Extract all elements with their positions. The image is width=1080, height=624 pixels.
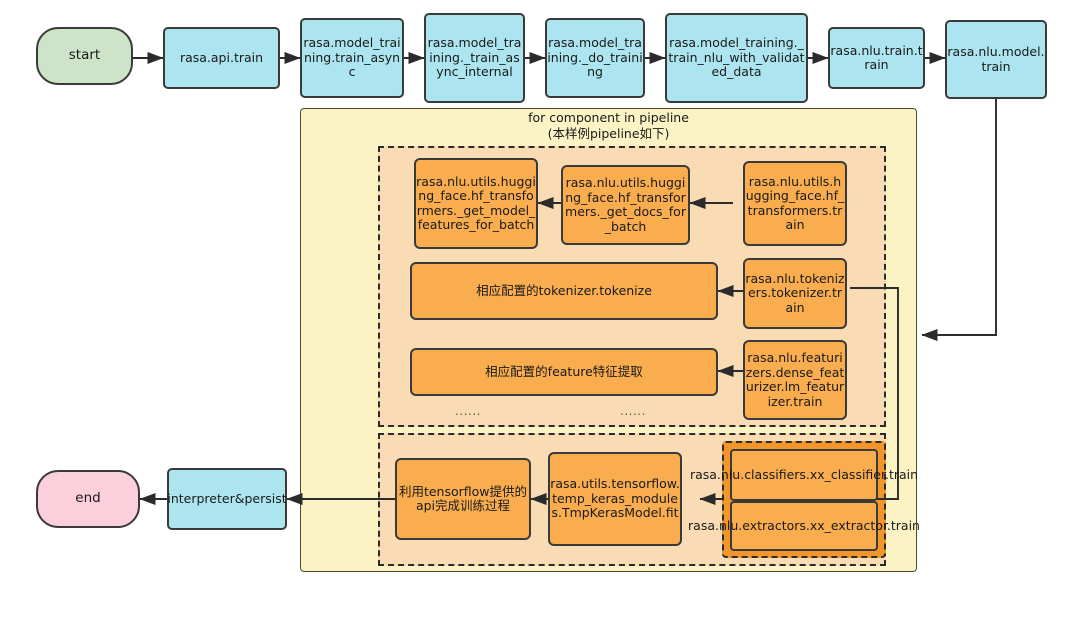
node-end-label: end: [75, 490, 101, 507]
node-interpreter-persist[interactable]: interpreter&persist: [167, 468, 287, 530]
node-start[interactable]: start: [36, 27, 133, 85]
node-lm-featurizer-train[interactable]: rasa.nlu.featurizers.dense_featurizer.lm…: [743, 340, 847, 420]
node-hf-transformers-train-label: rasa.nlu.utils.hugging_face.hf_transform…: [745, 173, 845, 232]
node-nlu-model-train-label: rasa.nlu.model.train: [947, 44, 1045, 74]
node-interpreter-persist-label: interpreter&persist: [167, 490, 287, 506]
loop-label-line2: (本样例pipeline如下): [547, 125, 670, 141]
node-xx-extractor-train[interactable]: rasa.nlu.extractors.xx_extractor.train: [688, 501, 920, 551]
node-xx-classifier-train-label: rasa.nlu.classifiers.xx_classifier.train: [689, 466, 919, 482]
node-get-model-features-for-batch[interactable]: rasa.nlu.utils.hugging_face.hf_transform…: [414, 158, 538, 249]
node-tokenizer-train[interactable]: rasa.nlu.tokenizers.tokenizer.train: [743, 258, 847, 329]
ellipsis-middle: ......: [620, 404, 646, 418]
node-lm-featurizer-train-label: rasa.nlu.featurizers.dense_featurizer.lm…: [745, 350, 845, 409]
node-get-docs-for-batch-label: rasa.nlu.utils.hugging_face.hf_transform…: [565, 175, 686, 234]
node-start-label: start: [68, 47, 101, 64]
node-get-docs-for-batch[interactable]: rasa.nlu.utils.hugging_face.hf_transform…: [561, 165, 690, 245]
node-hf-transformers-train[interactable]: rasa.nlu.utils.hugging_face.hf_transform…: [743, 161, 847, 246]
node-tokenizer-tokenize-label: 相应配置的tokenizer.tokenize: [476, 282, 652, 298]
node-train-async-label: rasa.model_training.train_async: [303, 35, 401, 80]
node-tokenizer-tokenize[interactable]: 相应配置的tokenizer.tokenize: [410, 262, 718, 320]
node-rasa-api-train[interactable]: rasa.api.train: [163, 27, 280, 89]
node-train-async-internal-label: rasa.model_training._train_async_interna…: [427, 35, 522, 80]
ellipsis-middle-label: ......: [620, 404, 646, 418]
node-do-training-label: rasa.model_training._do_training: [547, 35, 643, 80]
node-nlu-train-train-label: rasa.nlu.train.train: [830, 42, 923, 72]
node-tmp-keras-model-fit-label: rasa.utils.tensorflow.temp_keras_modules…: [550, 476, 680, 521]
loop-label-line1: for component in pipeline: [528, 110, 689, 125]
node-train-async-internal[interactable]: rasa.model_training._train_async_interna…: [424, 13, 525, 103]
node-do-training[interactable]: rasa.model_training._do_training: [545, 18, 645, 98]
node-tensorflow-api-training-label: 利用tensorflow提供的api完成训练过程: [398, 483, 528, 513]
node-tokenizer-train-label: rasa.nlu.tokenizers.tokenizer.train: [745, 270, 845, 315]
node-xx-extractor-train-label: rasa.nlu.extractors.xx_extractor.train: [688, 517, 920, 533]
node-xx-classifier-train[interactable]: rasa.nlu.classifiers.xx_classifier.train: [690, 449, 918, 501]
node-train-nlu-with-validated-data[interactable]: rasa.model_training._train_nlu_with_vali…: [665, 13, 808, 103]
edge-modeltrain-to-loop: [921, 99, 997, 342]
node-train-nlu-with-validated-data-label: rasa.model_training._train_nlu_with_vali…: [668, 35, 805, 80]
node-nlu-train-train[interactable]: rasa.nlu.train.train: [828, 27, 925, 89]
node-feature-extraction-label: 相应配置的feature特征提取: [485, 363, 643, 379]
node-end[interactable]: end: [36, 470, 140, 528]
node-tensorflow-api-training[interactable]: 利用tensorflow提供的api完成训练过程: [395, 458, 531, 540]
ellipsis-left-label: ......: [455, 404, 481, 418]
node-nlu-model-train[interactable]: rasa.nlu.model.train: [945, 20, 1047, 99]
ellipsis-left: ......: [455, 404, 481, 418]
node-feature-extraction[interactable]: 相应配置的feature特征提取: [410, 348, 718, 396]
node-train-async[interactable]: rasa.model_training.train_async: [300, 18, 404, 98]
node-tmp-keras-model-fit[interactable]: rasa.utils.tensorflow.temp_keras_modules…: [548, 452, 682, 546]
node-rasa-api-train-label: rasa.api.train: [179, 49, 264, 65]
loop-label: for component in pipeline(本样例pipeline如下): [300, 110, 917, 141]
node-get-model-features-for-batch-label: rasa.nlu.utils.hugging_face.hf_transform…: [416, 173, 536, 232]
